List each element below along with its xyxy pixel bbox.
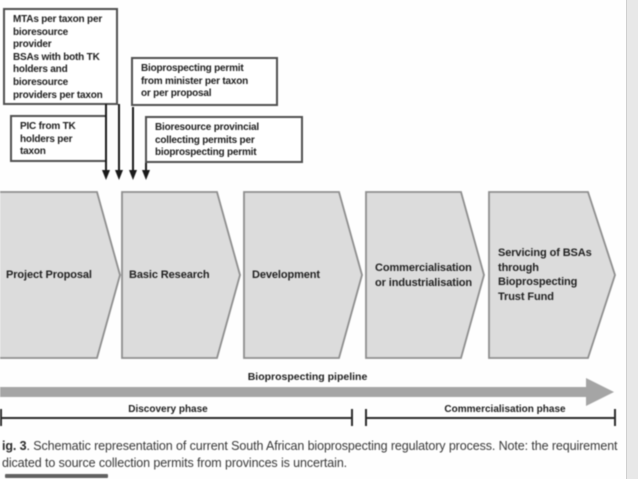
bracket-tick <box>365 409 367 426</box>
down-arrow-stem-1 <box>105 104 107 170</box>
pipeline-stages-graphic <box>0 191 616 359</box>
cropped-text-fragment <box>5 474 108 478</box>
down-arrow-stem-4 <box>145 163 147 170</box>
bracket-tick <box>614 409 616 426</box>
figure-caption: ig. 3. Schematic representation of curre… <box>2 438 634 471</box>
stage-label-commercialisation: Commercialisation or industrialisation <box>375 262 473 289</box>
discovery-phase-label: Discovery phase <box>128 404 208 415</box>
provincial-collecting-permits-box: Bioresource provincial collecting permit… <box>145 116 303 163</box>
down-arrowhead-icon <box>129 170 137 180</box>
stage-chevron-servicing-bsas <box>488 191 616 359</box>
down-arrow-stem-2 <box>118 104 120 170</box>
down-arrow-stem-3 <box>132 107 134 170</box>
stage-label-project-proposal: Project Proposal <box>6 269 92 281</box>
discovery-phase-line <box>1 417 353 419</box>
down-arrowhead-icon <box>115 170 123 180</box>
caption-fig-number: ig. 3 <box>2 439 27 453</box>
stage-label-development: Development <box>252 269 320 281</box>
pipeline-title: Bioprospecting pipeline <box>247 371 368 383</box>
mta-bsa-requirements-box: MTAs per taxon per bioresource provider … <box>3 8 118 105</box>
bracket-tick <box>0 409 2 426</box>
caption-line-2: dicated to source collection permits fro… <box>2 455 348 470</box>
caption-line-1: ig. 3. Schematic representation of curre… <box>2 439 618 453</box>
right-gutter-strip <box>626 0 638 479</box>
stage-chevron-basic-research <box>121 191 241 359</box>
stage-label-servicing-bsas: Servicing of BSAs through Bioprospecting… <box>498 247 592 303</box>
stage-chevron-development <box>243 191 363 359</box>
bioprospecting-permit-box: Bioprospecting permit from minister per … <box>131 57 278 106</box>
stage-chevron-commercialisation <box>365 191 485 359</box>
commercialisation-phase-label: Commercialisation phase <box>444 404 566 415</box>
pic-tk-holders-box: PIC from TK holders per taxon <box>10 115 107 162</box>
bracket-tick <box>351 409 353 426</box>
commercialisation-phase-line <box>366 417 616 419</box>
pipeline-arrow-shaft <box>0 387 586 397</box>
down-arrowhead-icon <box>102 170 110 180</box>
down-arrowhead-icon <box>142 170 150 180</box>
stage-label-basic-research: Basic Research <box>129 269 210 281</box>
pipeline-arrowhead-icon <box>586 378 614 406</box>
stage-chevron-project-proposal <box>0 191 121 359</box>
